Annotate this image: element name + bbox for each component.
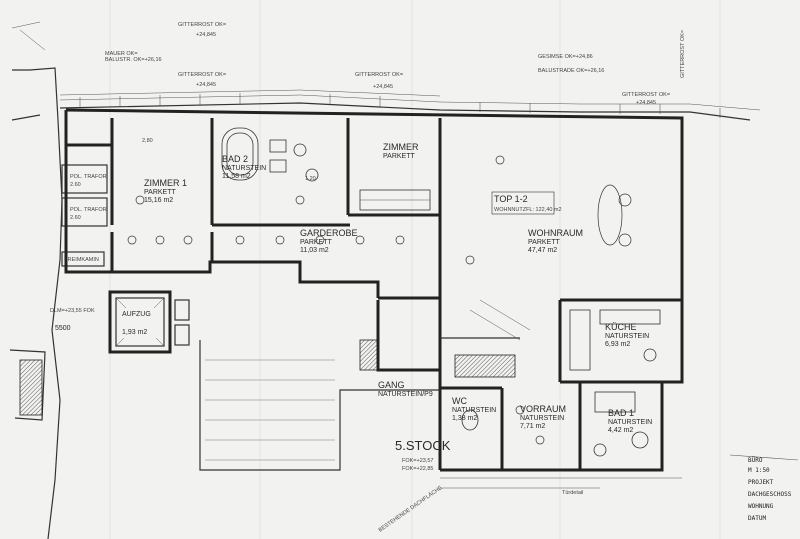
aufzug-area: 1,93 m2 bbox=[122, 329, 147, 336]
side-label-1: POL. TRAFOR bbox=[70, 174, 107, 180]
mauer-label: MAUER OK= bbox=[105, 51, 138, 57]
stamp-line-5: WOHNUNG bbox=[748, 503, 774, 510]
elevation-label: 5500 bbox=[55, 325, 71, 332]
dlm-label: DLM=+23,55 FOK bbox=[50, 308, 95, 314]
aufzug: AUFZUG 1,93 m2 bbox=[108, 290, 190, 354]
wohnraum-area: 47,47 m2 bbox=[528, 247, 557, 254]
zimmer1-floor: PARKETT bbox=[144, 189, 176, 196]
roof-edge bbox=[59, 89, 761, 121]
garderobe-floor: PARKETT bbox=[300, 239, 332, 246]
title-stamp: BÜRO M 1:50 PROJEKT DACHGESCHOSS WOHNUNG… bbox=[729, 454, 799, 522]
gang-floor: NATURSTEIN/P9 bbox=[378, 391, 433, 398]
scan-lines bbox=[109, 0, 721, 539]
gitterrost-label-4: GITTERROST OK= bbox=[622, 92, 670, 98]
zimmer2-floor: PARKETT bbox=[383, 153, 415, 160]
zimmer1-area: 15,16 m2 bbox=[144, 197, 173, 204]
kueche-floor: NATURSTEIN bbox=[605, 333, 649, 340]
bad2-floor: NATURSTEIN bbox=[222, 165, 266, 172]
breitenkamin-label: BREIMKAMIN bbox=[64, 257, 99, 263]
bad1-name: BAD 1 bbox=[608, 408, 634, 418]
fixtures bbox=[221, 127, 661, 457]
vorraum-floor: NATURSTEIN bbox=[520, 415, 564, 422]
kueche-area: 6,93 m2 bbox=[605, 341, 630, 348]
garderobe-area: 11,03 m2 bbox=[300, 247, 329, 254]
dim-1: 2,80 bbox=[142, 138, 153, 144]
dach-label: BESTEHENDE DACHFLÄCHE bbox=[377, 484, 444, 534]
gang-name: GANG bbox=[378, 380, 405, 390]
wc-name: WC bbox=[452, 396, 467, 406]
side-label-1b: 2.60 bbox=[70, 182, 81, 188]
bad1-area: 4,42 m2 bbox=[608, 427, 633, 434]
zimmer2-name: ZIMMER bbox=[383, 142, 419, 152]
fok-label-2: FOK=+22,85 bbox=[402, 466, 434, 472]
wohnraum-floor: PARKETT bbox=[528, 239, 560, 246]
stamp-line-1: BÜRO bbox=[748, 457, 763, 464]
bad2-name: BAD 2 bbox=[222, 154, 248, 164]
side-label-2b: 2.60 bbox=[70, 215, 81, 221]
stamp-line-3: PROJEKT bbox=[748, 479, 774, 486]
top-annotations: GITTERROST OK= +24,845 MAUER OK= BALUSTR… bbox=[105, 22, 686, 106]
vorraum-area: 7,71 m2 bbox=[520, 423, 545, 430]
light-symbols bbox=[127, 155, 632, 445]
stock-label: 5.STOCK bbox=[395, 438, 451, 453]
stamp-line-6: DATUM bbox=[748, 515, 766, 522]
stamp-line-2: M 1:50 bbox=[748, 467, 770, 474]
gesimse-label: GESIMSE OK=+24,86 bbox=[538, 54, 593, 60]
fok-label-1: FOK=+23,57 bbox=[402, 458, 434, 464]
gitterrost-label-3: GITTERROST OK= bbox=[355, 72, 403, 78]
kueche-name: KÜCHE bbox=[605, 322, 637, 332]
wc-area: 1,38 m2 bbox=[452, 415, 477, 422]
wc-floor: NATURSTEIN bbox=[452, 407, 496, 414]
side-label-2: POL. TRAFOR bbox=[70, 207, 107, 213]
gitterrost-side: GITTERROST OK= bbox=[680, 30, 686, 78]
interior-walls bbox=[66, 118, 682, 470]
stairwell bbox=[199, 339, 440, 471]
balustr-label: BALUSTR. OK=+26,16 bbox=[105, 57, 162, 63]
left-structure: POL. TRAFOR 2.60 POL. TRAFOR 2.60 BREIMK… bbox=[9, 21, 108, 539]
balustrade-label: BALUSTRADE OK=+26,16 bbox=[538, 68, 604, 74]
gitterrost-value-3: +24,845 bbox=[373, 84, 393, 90]
top-area: WOHNNUTZFL: 122,40 m2 bbox=[494, 207, 562, 213]
zimmer1-name: ZIMMER 1 bbox=[144, 178, 187, 188]
stamp-line-4: DACHGESCHOSS bbox=[748, 491, 792, 498]
wohnraum-name: WOHNRAUM bbox=[528, 228, 583, 238]
garderobe-name: GARDEROBE bbox=[300, 228, 358, 238]
gitterrost-value-4: +24,845 bbox=[636, 100, 656, 106]
top-name: TOP 1-2 bbox=[494, 194, 528, 204]
outer-walls bbox=[64, 108, 684, 472]
gitterrost-value-1: +24,845 bbox=[196, 32, 216, 38]
dim-2: 1,20 bbox=[305, 176, 316, 182]
aufzug-name: AUFZUG bbox=[122, 311, 151, 318]
bad1-floor: NATURSTEIN bbox=[608, 419, 652, 426]
vorraum-name: VORRAUM bbox=[520, 404, 566, 414]
gitterrost-label-1: GITTERROST OK= bbox=[178, 22, 226, 28]
gitterrost-value-2: +24,845 bbox=[196, 82, 216, 88]
gitterrost-label-2: GITTERROST OK= bbox=[178, 72, 226, 78]
room-labels: ZIMMER 1 PARKETT 15,16 m2 BAD 2 NATURSTE… bbox=[144, 142, 652, 434]
tuerdetail-label: Türdetail bbox=[562, 490, 583, 496]
bad2-area: 11,58 m2 bbox=[222, 173, 251, 180]
